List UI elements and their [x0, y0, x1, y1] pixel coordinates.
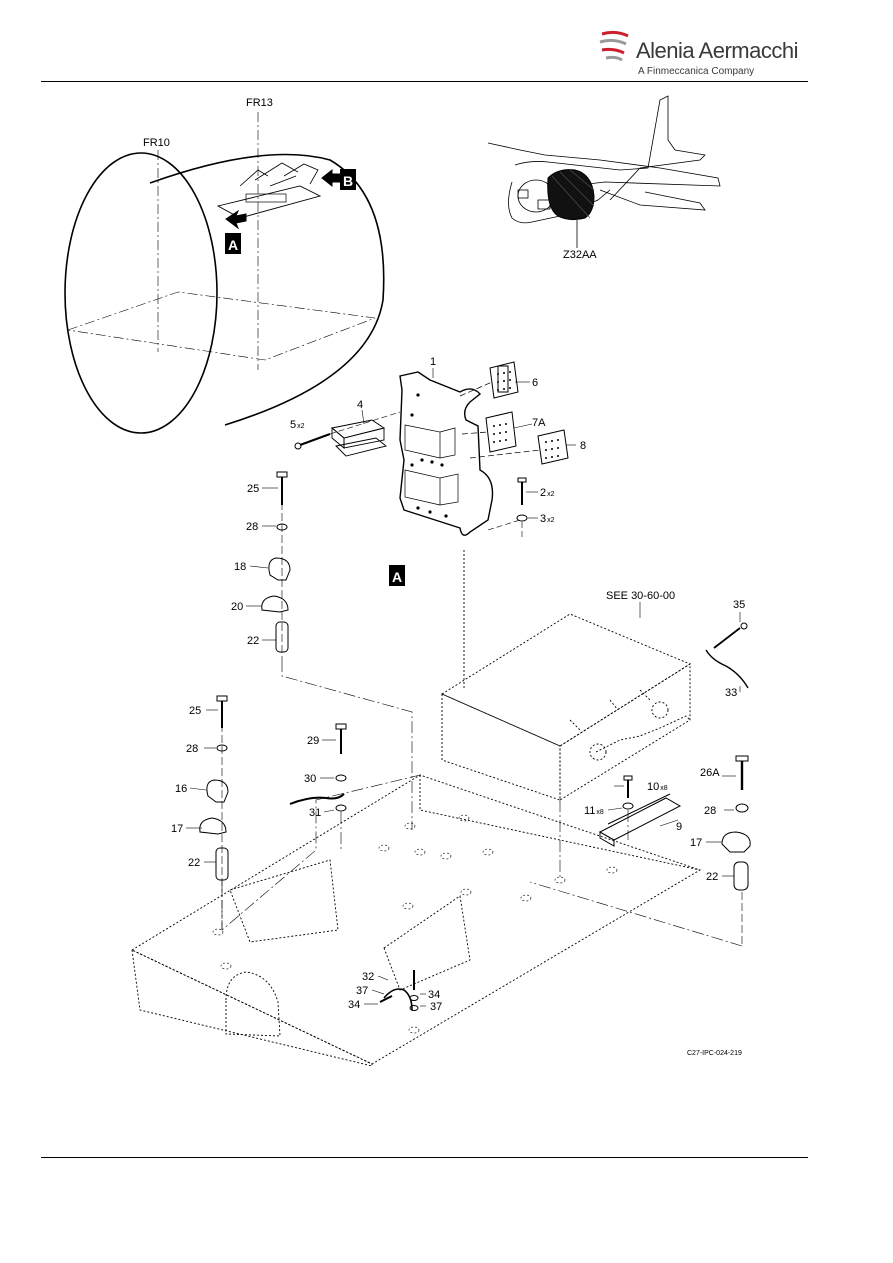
callout-1: 1 — [430, 356, 436, 368]
brand-tagline: A Finmeccanica Company — [638, 66, 755, 77]
frame-label-fr13: FR13 — [246, 97, 273, 109]
see-reference: SEE 30-60-00 — [606, 590, 675, 602]
header-rule — [41, 81, 808, 82]
screw-2 — [517, 477, 527, 505]
clamp-stack-upper — [261, 471, 291, 660]
callout-10: 10x8 — [647, 781, 668, 793]
view-label-b: B — [343, 173, 353, 189]
spacer-block — [330, 419, 387, 457]
callout-34-right: 34 — [428, 989, 440, 1001]
ground-strap-31 — [289, 723, 347, 812]
callout-8: 8 — [580, 440, 586, 452]
connector-6 — [489, 361, 519, 399]
callout-18: 18 — [234, 561, 246, 573]
callout-6: 6 — [532, 377, 538, 389]
ground-strap-33 — [705, 622, 749, 689]
mounting-rail-9 — [598, 775, 682, 847]
callout-33: 33 — [725, 687, 737, 699]
callout-37-left: 37 — [356, 985, 368, 997]
callout-32: 32 — [362, 971, 374, 983]
clamp-stack-lower — [199, 695, 229, 930]
view-arrow-a-icon — [225, 209, 247, 230]
callout-5: 5x2 — [290, 419, 305, 431]
callout-7a: 7A — [532, 417, 546, 429]
callout-35: 35 — [733, 599, 745, 611]
aircraft-locator-view — [487, 95, 721, 224]
callout-28-lower: 28 — [186, 743, 198, 755]
callout-16: 16 — [175, 783, 187, 795]
clamp-stack-right — [721, 755, 751, 946]
callout-9: 9 — [676, 821, 682, 833]
callout-29: 29 — [307, 735, 319, 747]
view-label-a-detail: A — [392, 569, 402, 585]
callout-20: 20 — [231, 601, 243, 613]
view-arrow-b-icon — [321, 168, 341, 188]
company-logo: Alenia Aermacchi A Finmeccanica Company — [598, 26, 798, 82]
callout-3: 3x2 — [540, 513, 555, 525]
callout-25-upper: 25 — [247, 483, 259, 495]
zone-label: Z32AA — [563, 249, 597, 261]
leader-lines — [186, 368, 741, 1007]
callout-31: 31 — [309, 807, 321, 819]
view-marker-b-box — [340, 169, 356, 190]
callout-17-left: 17 — [171, 823, 183, 835]
connector-7a — [485, 411, 517, 453]
callout-28-upper: 28 — [246, 521, 258, 533]
washer-3 — [487, 514, 528, 540]
footer-rule — [41, 1157, 808, 1158]
view-label-a: A — [228, 237, 238, 253]
highlighted-zone-band — [547, 169, 595, 248]
callout-34-left: 34 — [348, 999, 360, 1011]
assembly-lines — [221, 660, 743, 947]
mounting-pallet — [131, 774, 702, 1067]
figure-code: C27-IPC-024-219 — [687, 1050, 742, 1057]
view-marker-a-box — [225, 233, 241, 254]
callout-25-lower: 25 — [189, 705, 201, 717]
fuselage-section — [64, 112, 385, 434]
callout-28-right: 28 — [704, 805, 716, 817]
callout-17-right: 17 — [690, 837, 702, 849]
callout-30: 30 — [304, 773, 316, 785]
pallet-holes — [212, 814, 618, 1034]
callout-37-right: 37 — [430, 1001, 442, 1013]
brand-name: Alenia Aermacchi — [636, 38, 798, 63]
callout-4: 4 — [357, 399, 363, 411]
callout-22-right: 22 — [706, 871, 718, 883]
ground-strap-32 — [379, 970, 419, 1011]
frame-label-fr10: FR10 — [143, 137, 170, 149]
view-marker-a-detail-box — [389, 565, 405, 586]
equipment-box — [441, 550, 691, 801]
callout-22-lower: 22 — [188, 857, 200, 869]
mounting-bracket — [399, 371, 494, 536]
bracket-holes — [410, 393, 448, 518]
logo-swoosh-icon — [599, 30, 629, 62]
callout-26a: 26A — [700, 767, 720, 779]
callout-22-upper: 22 — [247, 635, 259, 647]
screw-5 — [294, 411, 401, 450]
callout-2: 2x2 — [540, 487, 555, 499]
callout-11: 11x8 — [584, 805, 604, 817]
connector-8 — [537, 429, 569, 465]
